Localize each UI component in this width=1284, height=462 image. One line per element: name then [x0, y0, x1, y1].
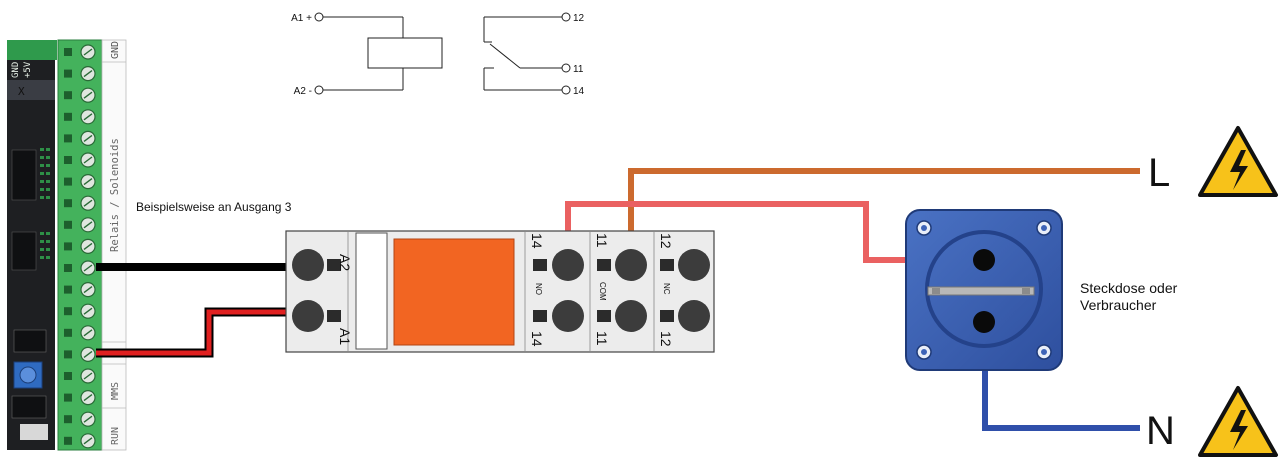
contact-14-label: 14	[573, 86, 585, 97]
terminal-slot	[64, 328, 72, 337]
relay-14-bottom-label: 14	[529, 331, 545, 347]
terminal-slot	[64, 48, 72, 56]
terminal-slot	[64, 112, 72, 121]
contact-11-label: 11	[573, 64, 584, 75]
warning-high-voltage-icon	[1198, 386, 1278, 457]
relay-11-bottom-label: 11	[594, 331, 610, 346]
coil-pin-a2-label: A2 -	[294, 86, 312, 97]
relais-solenoids-label: Relais / Solenoids	[109, 138, 121, 252]
relay-no-label: NO	[534, 283, 543, 295]
terminal-slot	[64, 393, 72, 402]
terminal-slot	[64, 372, 72, 380]
terminal-slot	[64, 134, 72, 143]
relay-module: A2 A1 14 NO 14 11 COM 11 12 NC 12	[285, 230, 715, 353]
relay-nc-label: NC	[662, 283, 671, 295]
relay-com-label: COM	[598, 282, 607, 301]
socket	[905, 209, 1063, 371]
terminal-slot	[64, 69, 72, 78]
terminal-screws	[64, 44, 96, 449]
terminal-slot	[64, 156, 72, 164]
socket-label-line2: Verbraucher	[1080, 297, 1157, 313]
controller-board: X GND +5V	[7, 39, 127, 451]
terminal-slot	[64, 307, 72, 316]
relay-a2-label: A2	[337, 254, 353, 271]
socket-label-line1: Steckdose oder	[1080, 280, 1178, 296]
terminal-slot	[64, 91, 72, 100]
coil-pin-a1-label: A1 +	[291, 13, 312, 24]
warning-high-voltage-icon	[1198, 126, 1278, 197]
terminal-slot	[64, 242, 72, 251]
relay-14-top-label: 14	[529, 233, 545, 249]
terminal-slot	[64, 285, 72, 294]
contact-12-label: 12	[573, 13, 585, 24]
terminal-slot	[64, 177, 72, 186]
example-note: Beispielsweise an Ausgang 3	[136, 200, 292, 214]
relay-12-top-label: 12	[658, 233, 674, 249]
gnd-5v-label: GND	[11, 62, 21, 78]
terminal-slot	[64, 220, 72, 229]
terminal-slot	[64, 415, 72, 424]
relay-a1-label: A1	[337, 328, 353, 345]
relay-11-top-label: 11	[594, 233, 610, 248]
mms-label: MMS	[110, 382, 121, 400]
terminal-slot	[64, 199, 72, 208]
line-l-label: L	[1148, 151, 1170, 195]
terminal-slot	[64, 436, 72, 445]
line-n-label: N	[1146, 409, 1175, 453]
gnd-top-label: GND	[110, 41, 121, 59]
terminal-slot	[64, 264, 72, 272]
run-label: RUN	[110, 427, 121, 445]
x-label: X	[18, 85, 25, 98]
plus-5v-label: +5V	[23, 61, 33, 78]
relay-12-bottom-label: 12	[658, 331, 674, 347]
relay-schematic: A1 + A2 - 12 11 14	[291, 12, 585, 97]
terminal-slot	[64, 350, 72, 359]
